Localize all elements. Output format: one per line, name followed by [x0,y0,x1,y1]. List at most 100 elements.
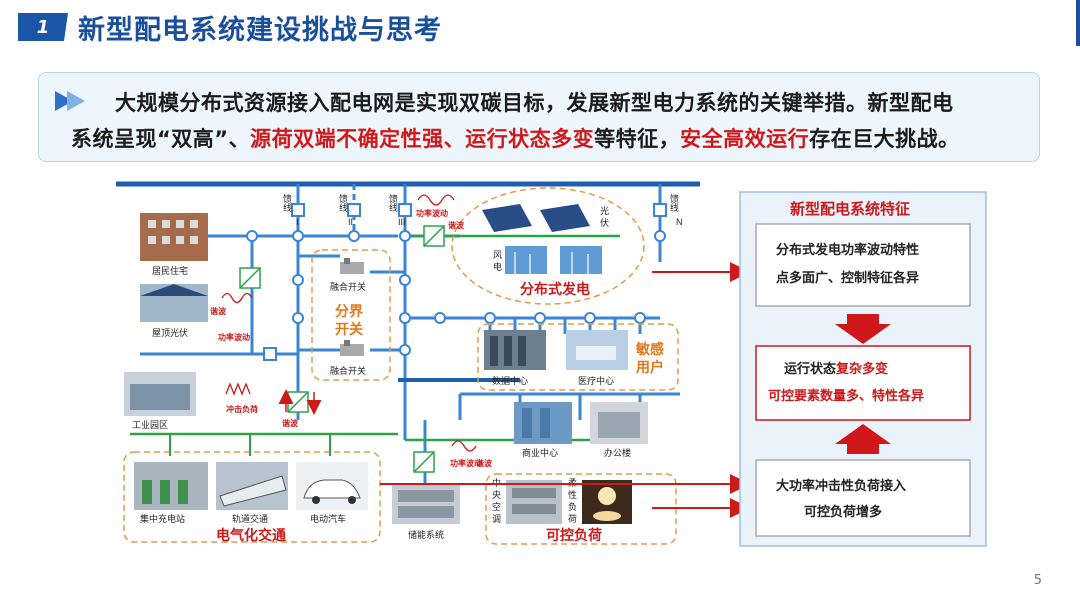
harmonic-label: 谐波 [210,306,227,316]
feeder-label: 馈线 [388,193,398,212]
sensitive-users-frame [477,323,679,391]
label-sensitive-a: 敏感 [635,341,664,357]
feeder-num: III [398,217,406,227]
label-ctrl-load: 可控负荷 [546,527,602,543]
commercial-center-icon [514,402,572,444]
label-sensitive-b: 用户 [636,359,664,375]
feeder-label: 馈线 [282,193,292,212]
fluct-label: 功率波动 [450,458,482,468]
label-ev: 电动汽车 [310,513,346,524]
title-edge-accent [1076,0,1080,46]
label-residential: 居民住宅 [152,265,188,276]
feeder-num: II [348,217,353,227]
label-ac: 中 [492,477,501,488]
label-boundary-b: 开关 [335,321,363,337]
intro-text: 系统呈现“双高”、 [71,127,251,151]
label-ac: 调 [492,514,501,524]
intro-line-2: 系统呈现“双高”、源荷双端不确定性强、运行状态多变等特征，安全高效运行存在巨大挑… [71,123,960,153]
label-rooftop-pv: 屋顶光伏 [152,327,188,338]
industrial-park-icon [124,372,196,416]
label-fusion-switch: 融合开关 [330,365,366,376]
slide-title: 新型配电系统建设挑战与思考 [78,14,442,46]
label-office: 办公楼 [604,447,631,458]
arrow-up-icon [835,424,891,454]
label-data-center: 数据中心 [492,375,528,386]
feature-box-generation-line2: 点多面广、控制特征各异 [776,270,919,285]
medical-center-icon [566,330,628,370]
flexible-load-lamp-icon [582,480,632,524]
label-wind-b: 电 [493,261,502,272]
label-rail: 轨道交通 [232,513,268,524]
page-number: 5 [1033,573,1042,588]
intro-highlight: 安全高效运行 [680,127,810,151]
label-commercial: 商业中心 [522,447,558,458]
label-fusion-switch: 融合开关 [330,281,366,292]
feeder-label: 馈线 [669,193,679,212]
label-dist-gen: 分布式发电 [520,281,590,297]
intro-text: 存在巨大挑战。 [809,127,960,151]
intro-text: 等特征， [594,127,681,151]
feeder-num: I [296,217,299,227]
wind-turbine-icon [505,246,602,274]
feature-box-load-line2: 可控负荷增多 [804,504,882,519]
label-industrial: 工业园区 [132,420,168,430]
label-ac: 央 [492,489,501,500]
section-number-badge: 1 [18,13,68,41]
slide-title-bar: 1 新型配电系统建设挑战与思考 [18,10,442,46]
ev-car-icon [296,462,368,510]
label-medical: 医疗中心 [578,375,614,386]
label-storage: 储能系统 [408,529,444,540]
feeder-num: N [676,217,683,227]
impact-label: 冲击负荷 [226,404,258,414]
transport-frame [123,451,381,543]
office-building-icon [590,402,648,444]
fluctuation-wave-icon [221,194,477,452]
intro-highlight: 源荷双端不确定性强、运行状态多变 [250,127,595,151]
label-flex: 荷 [568,514,577,524]
fusion-switch-icon [340,340,364,356]
feeder-breakers [263,203,667,361]
harmonic-label: 谐波 [282,418,299,428]
play-arrow-icon [55,91,85,111]
feature-highlight: 复杂多变 [835,361,888,376]
intro-box: 大规模分布式资源接入配电网是实现双碳目标，发展新型电力系统的关键举措。新型配电 … [38,72,1040,162]
feature-box-load-line1: 大功率冲击性负荷接入 [776,478,906,493]
feature-box-operation-line1: 运行状态复杂多变 [784,361,888,376]
arrow-down-icon [835,314,891,344]
feature-box-operation [755,345,971,421]
charging-station-icon [134,462,208,510]
transport-feeds [169,434,331,456]
harmonic-label: 谐波 [448,220,465,230]
label-flex: 性 [568,489,577,500]
feeder-label: 馈线 [338,193,348,212]
data-center-icon [484,330,546,370]
harmonic-label: 谐波 [476,458,493,468]
fusion-switch-icon [340,258,364,274]
dist-gen-frame [451,187,645,305]
feature-box-generation-line1: 分布式发电功率波动特性 [776,242,919,257]
network-nodes [246,230,666,356]
label-charging: 集中充电站 [140,513,185,524]
label-wind-a: 风 [493,250,502,260]
feature-box-operation-line2: 可控要素数量多、特性各异 [768,388,924,403]
fluct-label: 功率波动 [218,332,250,342]
central-ac-icon [506,480,562,524]
label-flex: 负 [568,501,577,512]
label-boundary-a: 分界 [335,303,364,319]
fluct-label: 功率波动 [416,208,448,218]
pv-panels-icon [482,204,590,232]
label-pv-a: 光 [600,205,609,216]
label-pv-b: 伏 [600,217,609,228]
residential-building-icon [140,213,208,261]
intro-line-1: 大规模分布式资源接入配电网是实现双碳目标，发展新型电力系统的关键举措。新型配电 [115,91,954,115]
features-panel-title: 新型配电系统特征 [790,200,910,218]
feature-box-load [755,459,971,537]
feature-text: 运行状态 [784,361,836,376]
label-ac: 空 [492,501,501,512]
label-transport: 电气化交通 [216,527,286,543]
rail-transit-icon [216,462,288,510]
rooftop-pv-icon [140,284,208,322]
feature-box-generation [755,223,971,307]
storage-system-icon [392,484,460,524]
